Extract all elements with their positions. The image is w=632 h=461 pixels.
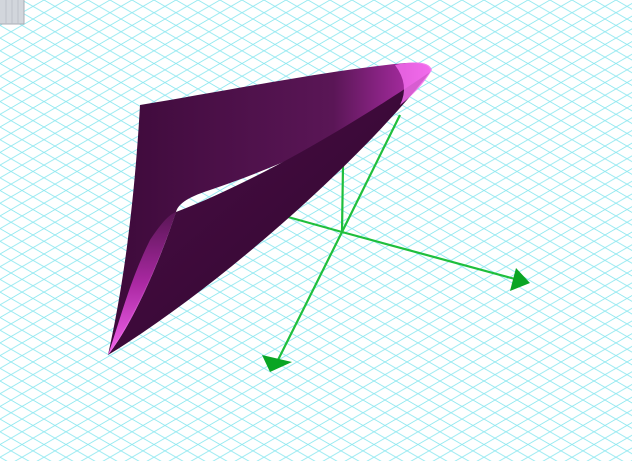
- axis-lines-front: [277, 230, 516, 361]
- view-cube-corner[interactable]: [0, 0, 25, 25]
- y-axis-arrowhead[interactable]: [262, 355, 292, 372]
- model-surface[interactable]: [108, 62, 432, 356]
- x-axis-arrowhead[interactable]: [510, 268, 530, 291]
